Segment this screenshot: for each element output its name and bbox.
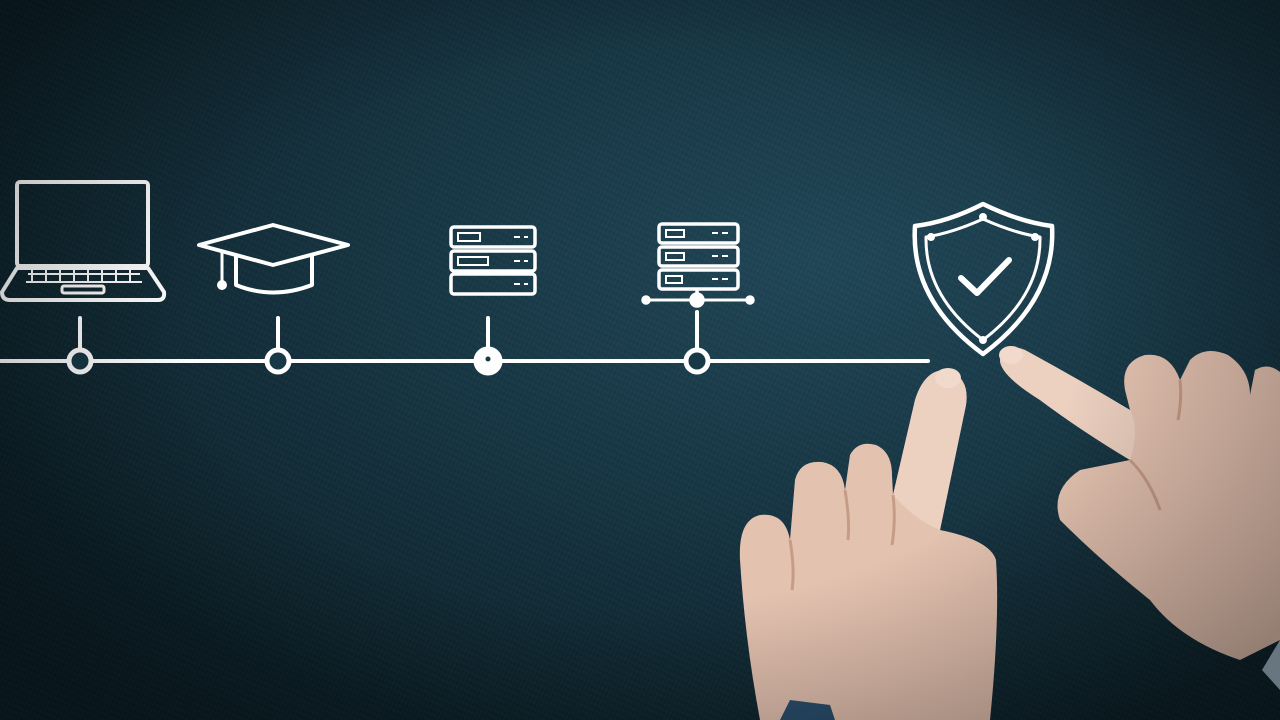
left-hand xyxy=(739,368,998,720)
right-hand xyxy=(999,346,1280,690)
server-stack-icon xyxy=(449,225,537,296)
network-server-icon xyxy=(641,222,755,308)
shield-check-icon xyxy=(912,201,1055,357)
laptop-icon xyxy=(0,180,167,302)
timeline-node-4 xyxy=(683,347,711,375)
timeline-node-2 xyxy=(264,347,292,375)
graduation-cap-icon xyxy=(197,223,350,295)
timeline-node-1 xyxy=(66,347,94,375)
